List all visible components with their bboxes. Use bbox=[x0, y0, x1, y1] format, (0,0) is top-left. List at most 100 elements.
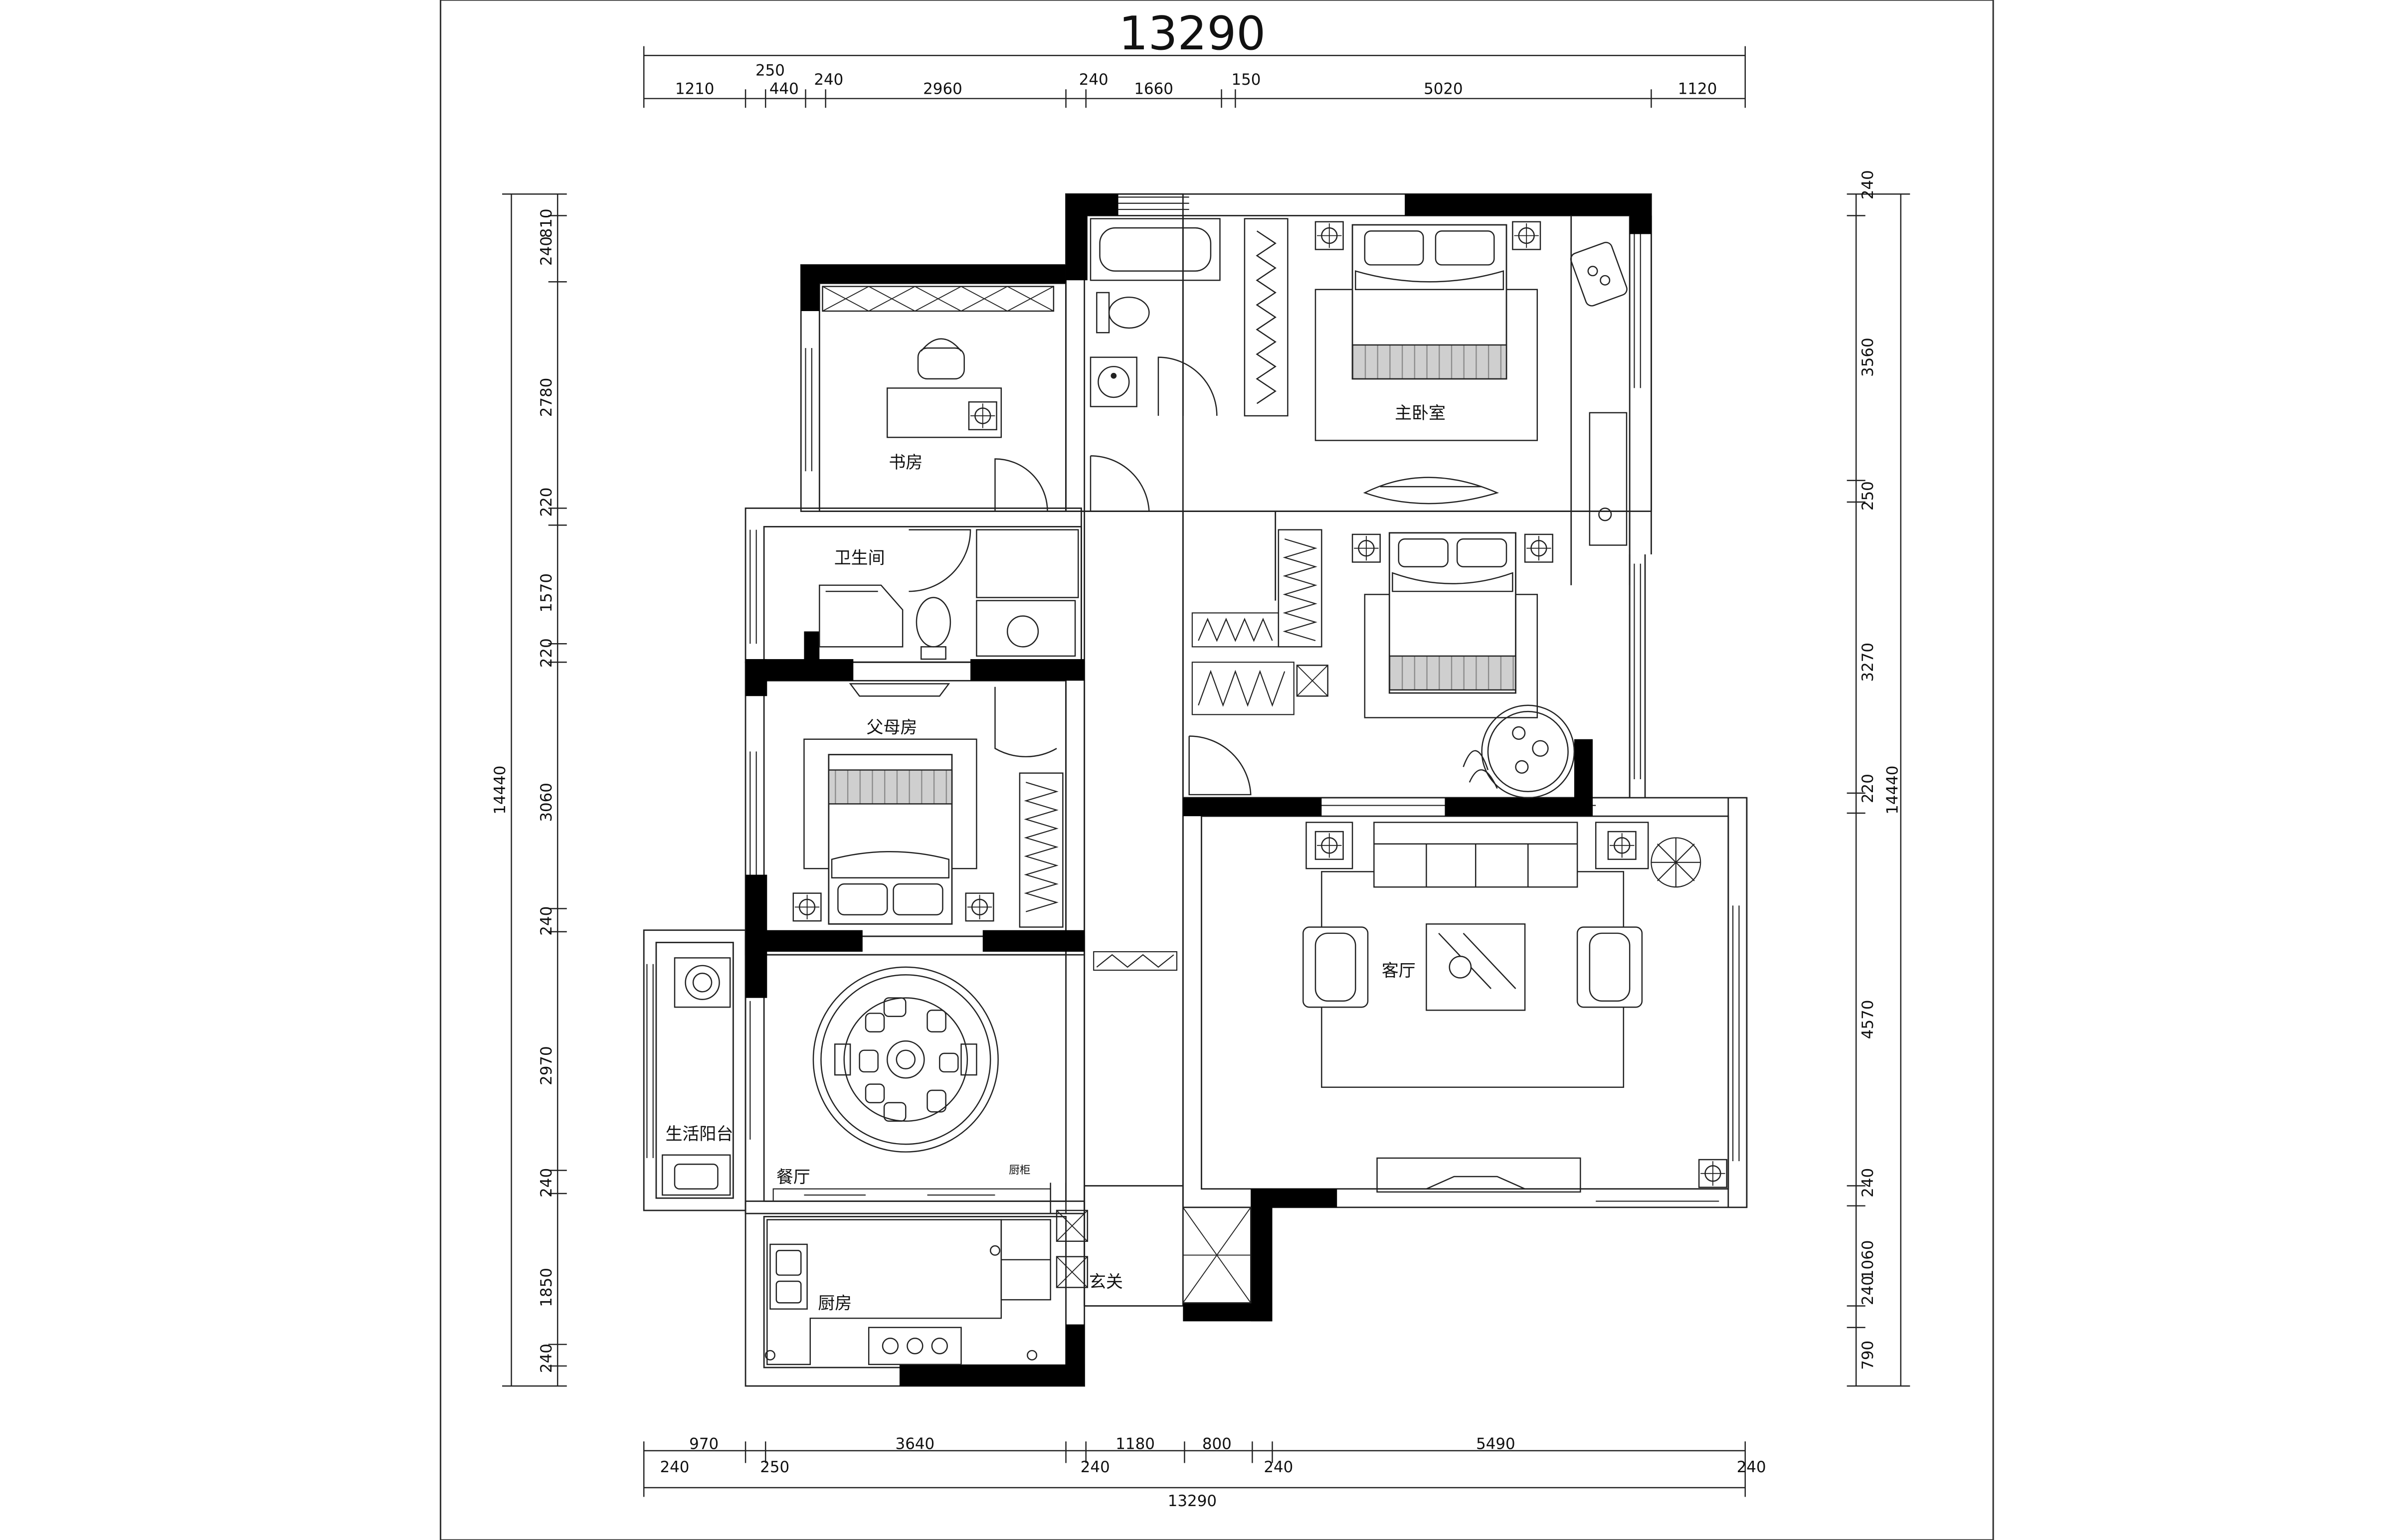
second-bedroom-bed bbox=[1388, 532, 1516, 694]
coffee-table bbox=[1426, 923, 1526, 1011]
room-label-kitchen: 厨房 bbox=[818, 1294, 852, 1314]
decorative-round-table bbox=[1463, 704, 1575, 799]
second-nightstand-right-icon bbox=[1524, 533, 1553, 563]
dim-left-220a: 220 bbox=[538, 488, 555, 517]
potted-plant-icon bbox=[1651, 837, 1701, 888]
stove-icon bbox=[868, 1327, 962, 1366]
dim-left-220b: 220 bbox=[538, 638, 555, 668]
dim-bottom-1180: 1180 bbox=[1115, 1435, 1155, 1453]
dim-top-5020: 5020 bbox=[1424, 80, 1463, 98]
dim-left-240c: 240 bbox=[538, 1168, 555, 1198]
dim-top-240a: 240 bbox=[814, 71, 843, 89]
dim-left-1570: 1570 bbox=[538, 573, 555, 613]
wall-outlines bbox=[643, 193, 1748, 1387]
utility-sink-icon bbox=[662, 1154, 731, 1196]
parents-door[interactable] bbox=[994, 686, 1057, 758]
solid-walls bbox=[745, 194, 1652, 1386]
second-bedroom-box bbox=[1296, 665, 1328, 697]
dim-bottom-240d: 240 bbox=[1737, 1458, 1766, 1476]
master-bath-door[interactable] bbox=[1157, 356, 1218, 416]
dim-top-1210: 1210 bbox=[675, 80, 715, 98]
master-lounge-chair bbox=[1570, 242, 1628, 307]
kitchen-sink-icon bbox=[769, 1243, 808, 1310]
bathroom-cabinet bbox=[976, 529, 1079, 598]
sofa-side-table-right bbox=[1595, 822, 1649, 869]
bathroom-door[interactable] bbox=[909, 529, 971, 592]
dim-left-total: 14440 bbox=[491, 766, 509, 815]
master-entry-door[interactable] bbox=[1090, 455, 1150, 512]
dim-left-1850: 1850 bbox=[538, 1268, 555, 1307]
parents-bed bbox=[828, 754, 953, 925]
parents-nightstand-right-icon bbox=[965, 892, 994, 922]
dim-bottom-5490: 5490 bbox=[1476, 1435, 1515, 1453]
bathroom-basin-icon bbox=[976, 600, 1076, 657]
master-closet bbox=[1244, 218, 1289, 417]
dim-right-220: 220 bbox=[1859, 774, 1877, 803]
room-label-utility-balcony: 生活阳台 bbox=[665, 1124, 733, 1144]
dim-top-1660: 1660 bbox=[1134, 80, 1173, 98]
top-dimensions bbox=[643, 46, 1746, 108]
dim-left-240d: 240 bbox=[538, 1344, 555, 1373]
desk-lamp-icon bbox=[968, 401, 997, 431]
study-chair bbox=[917, 338, 965, 380]
dim-left-810: 810 bbox=[538, 208, 555, 238]
living-sofa bbox=[1373, 822, 1578, 888]
entrance-shoe-cabinet bbox=[1056, 1206, 1252, 1304]
dim-top-150: 150 bbox=[1232, 71, 1261, 89]
dim-top-440: 440 bbox=[769, 80, 799, 98]
dim-bottom-3640: 3640 bbox=[896, 1435, 935, 1453]
washbasin-icon bbox=[1090, 356, 1137, 407]
dining-sideboard bbox=[772, 1188, 1051, 1202]
bathroom-toilet-icon bbox=[916, 597, 951, 660]
right-dimensions bbox=[1847, 193, 1910, 1387]
dim-right-1060: 1060 bbox=[1859, 1240, 1877, 1280]
dim-left-240a: 240 bbox=[538, 236, 555, 266]
armchair-left bbox=[1302, 926, 1369, 1008]
dim-right-total: 14440 bbox=[1884, 766, 1902, 815]
second-closet-horizontal-b bbox=[1191, 662, 1295, 715]
room-label-parents-room: 父母房 bbox=[867, 717, 918, 737]
room-label-master-bedroom: 主卧室 bbox=[1395, 403, 1446, 423]
dim-left-2970: 2970 bbox=[538, 1046, 555, 1085]
windows bbox=[646, 196, 1740, 1202]
dim-bottom-240c: 240 bbox=[1264, 1458, 1293, 1476]
cabinet-note-label: 厨柜 bbox=[1009, 1164, 1030, 1177]
room-label-study: 书房 bbox=[889, 453, 923, 473]
parents-closet bbox=[1019, 772, 1064, 928]
dim-top-1120: 1120 bbox=[1678, 80, 1717, 98]
master-bed bbox=[1351, 224, 1507, 380]
dining-table bbox=[812, 966, 999, 1153]
second-closet-vertical bbox=[1278, 529, 1322, 648]
room-label-entrance: 玄关 bbox=[1089, 1272, 1123, 1292]
kitchen-drain-icon bbox=[764, 1350, 775, 1361]
master-bench bbox=[1363, 477, 1499, 505]
bottom-dimensions bbox=[643, 1441, 1746, 1497]
dim-top-250: 250 bbox=[755, 61, 785, 79]
dim-bottom-240a: 240 bbox=[660, 1458, 690, 1476]
parents-wall-shelf bbox=[849, 683, 950, 697]
dim-top-240b: 240 bbox=[1079, 71, 1109, 89]
sheet-border bbox=[439, 0, 1994, 1540]
corridor-door-lower[interactable] bbox=[1050, 1183, 1067, 1214]
sofa-side-table-left bbox=[1305, 822, 1353, 869]
dim-right-240c: 240 bbox=[1859, 1276, 1877, 1305]
second-bedroom-door[interactable] bbox=[1188, 735, 1252, 796]
dim-bottom-250: 250 bbox=[760, 1458, 789, 1476]
dim-bottom-970: 970 bbox=[689, 1435, 719, 1453]
dim-bottom-240b: 240 bbox=[1081, 1458, 1110, 1476]
dim-right-3270: 3270 bbox=[1859, 643, 1877, 682]
study-bookshelf bbox=[822, 286, 1055, 312]
dim-left-3060: 3060 bbox=[538, 783, 555, 822]
shower-corner bbox=[819, 584, 904, 648]
washing-machine-icon bbox=[674, 957, 731, 1008]
dim-left-240b: 240 bbox=[538, 906, 555, 936]
master-nightstand-left-icon bbox=[1314, 221, 1344, 250]
bathtub bbox=[1090, 218, 1221, 281]
study-door[interactable] bbox=[994, 458, 1048, 512]
toilet-icon bbox=[1096, 292, 1150, 334]
dim-bottom-800: 800 bbox=[1202, 1435, 1232, 1453]
dim-right-790: 790 bbox=[1859, 1341, 1877, 1370]
dim-bottom-total: 13290 bbox=[1168, 1492, 1217, 1510]
left-dimensions bbox=[502, 193, 567, 1387]
dim-right-250: 250 bbox=[1859, 481, 1877, 511]
